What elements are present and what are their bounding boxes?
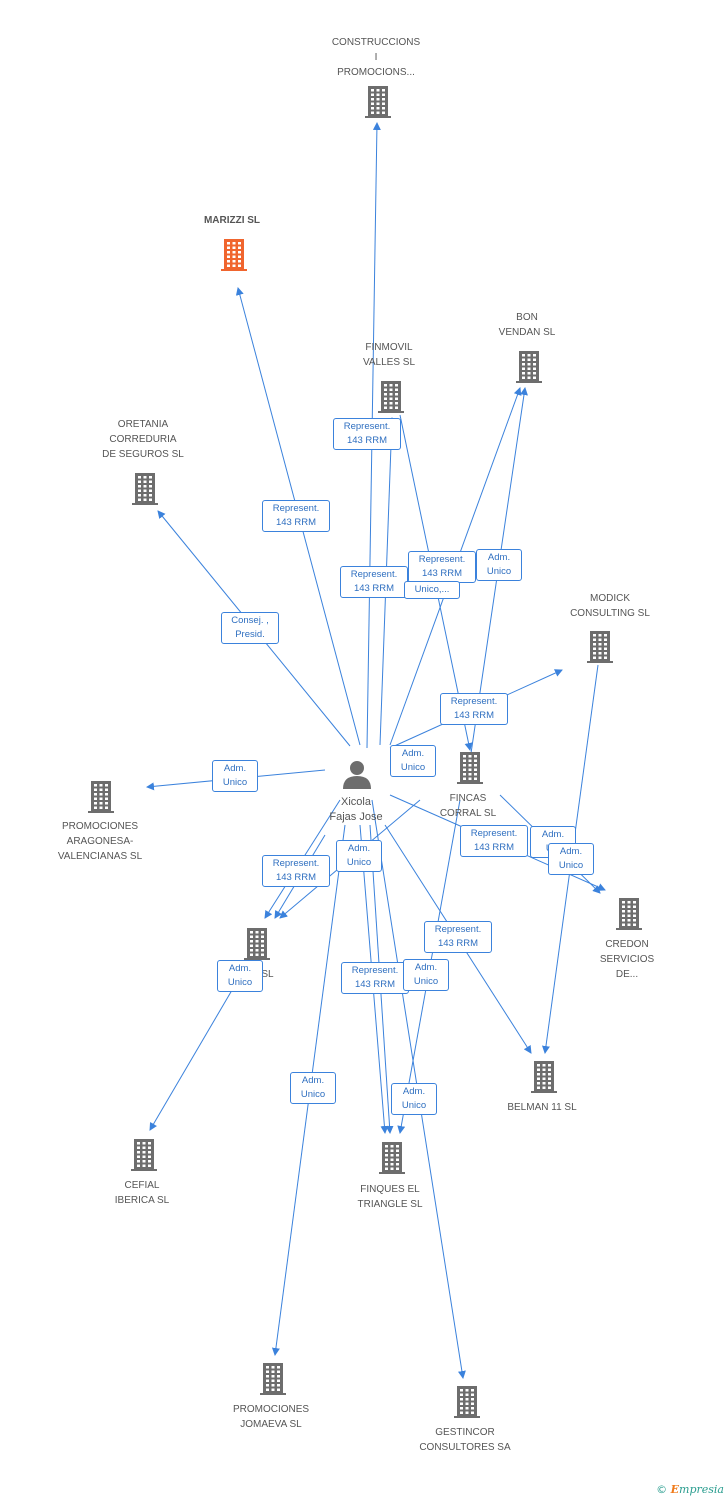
person-icon[interactable] [343,761,371,789]
company-label-construccions[interactable]: CONSTRUCCIONS I PROMOCIONS... [331,37,421,78]
edge-label-e2[interactable]: Represent. 143 RRM [262,500,330,532]
company-label-fincas[interactable]: FINCAS CORRAL SL [439,793,497,819]
edge-label-e16[interactable]: Represent. 143 RRM [424,921,492,953]
edge-label-e17[interactable]: Adm. Unico [217,960,263,992]
company-label-finmovil[interactable]: FINMOVIL VALLES SL [362,342,416,368]
edge-label-e4[interactable]: Represent. 143 RRM [408,551,476,583]
edge-label-e10[interactable]: Adm. Unico [212,760,258,792]
edge-label-e6[interactable]: Adm. Unico [476,549,522,581]
edge-label-e14[interactable]: Represent. 143 RRM [262,855,330,887]
company-label-marizzi[interactable]: MARIZZI SL [203,215,261,226]
building-icon-construccions[interactable] [365,86,391,118]
building-icon-belman[interactable] [531,1061,557,1093]
edge-label-e18[interactable]: Represent. 143 RRM [341,962,409,994]
company-label-finques[interactable]: FINQUES EL TRIANGLE SL [357,1184,423,1210]
empresia-logo: © Empresia [656,1483,724,1496]
building-icon-jomaeva[interactable] [260,1363,286,1395]
logo-letter: E [670,1483,680,1496]
building-icon-oretania[interactable] [132,473,158,505]
edge-line-15 [149,984,236,1131]
building-icon-x05[interactable] [244,928,270,960]
edge-label-e21[interactable]: Adm. Unico [391,1083,437,1115]
company-label-bonvendan[interactable]: BON VENDAN SL [498,312,556,338]
person-label[interactable]: Xicola Fajas Jose [329,796,383,823]
edge-label-e1[interactable]: Represent. 143 RRM [333,418,401,450]
edge-label-e11[interactable]: Represent. 143 RRM [460,825,528,857]
edge-label-e20[interactable]: Adm. Unico [290,1072,336,1104]
edge-label-e13[interactable]: Adm. Unico [548,843,594,875]
copyright-symbol: © [656,1483,668,1496]
edge-label-e19[interactable]: Adm. Unico [403,959,449,991]
building-icon-finques[interactable] [379,1142,405,1174]
building-icon-aragonesa[interactable] [88,781,114,813]
edge-label-e8[interactable]: Represent. 143 RRM [440,693,508,725]
company-label-cefial[interactable]: CEFIAL IBERICA SL [114,1180,170,1206]
edge-label-e7[interactable]: Consej. , Presid. [221,612,279,644]
building-icon-marizzi[interactable] [221,239,247,271]
building-icon-fincas[interactable] [457,752,483,784]
company-label-jomaeva[interactable]: PROMOCIONES JOMAEVA SL [232,1404,310,1430]
company-label-aragonesa[interactable]: PROMOCIONES ARAGONESA- VALENCIANAS SL [57,821,143,862]
building-icon-gestincor[interactable] [454,1386,480,1418]
building-icon-credon[interactable] [616,898,642,930]
logo-text: mpresia [679,1483,724,1496]
edge-label-e5[interactable]: Unico,... [404,581,460,599]
edge-label-e3[interactable]: Represent. 143 RRM [340,566,408,598]
company-label-credon[interactable]: CREDON SERVICIOS DE... [599,939,655,980]
building-icon-bonvendan[interactable] [516,351,542,383]
company-label-belman[interactable]: BELMAN 11 SL [507,1102,577,1113]
building-icon-cefial[interactable] [131,1139,157,1171]
building-icon-modick[interactable] [587,631,613,663]
icons-layer [88,86,642,1418]
edge-label-e9[interactable]: Adm. Unico [390,745,436,777]
edge-label-e15[interactable]: Adm. Unico [336,840,382,872]
building-icon-finmovil[interactable] [378,381,404,413]
company-label-modick[interactable]: MODICK CONSULTING SL [570,593,650,619]
company-label-gestincor[interactable]: GESTINCOR CONSULTORES SA [419,1427,511,1453]
company-label-oretania[interactable]: ORETANIA CORREDURIA DE SEGUROS SL [102,419,184,460]
